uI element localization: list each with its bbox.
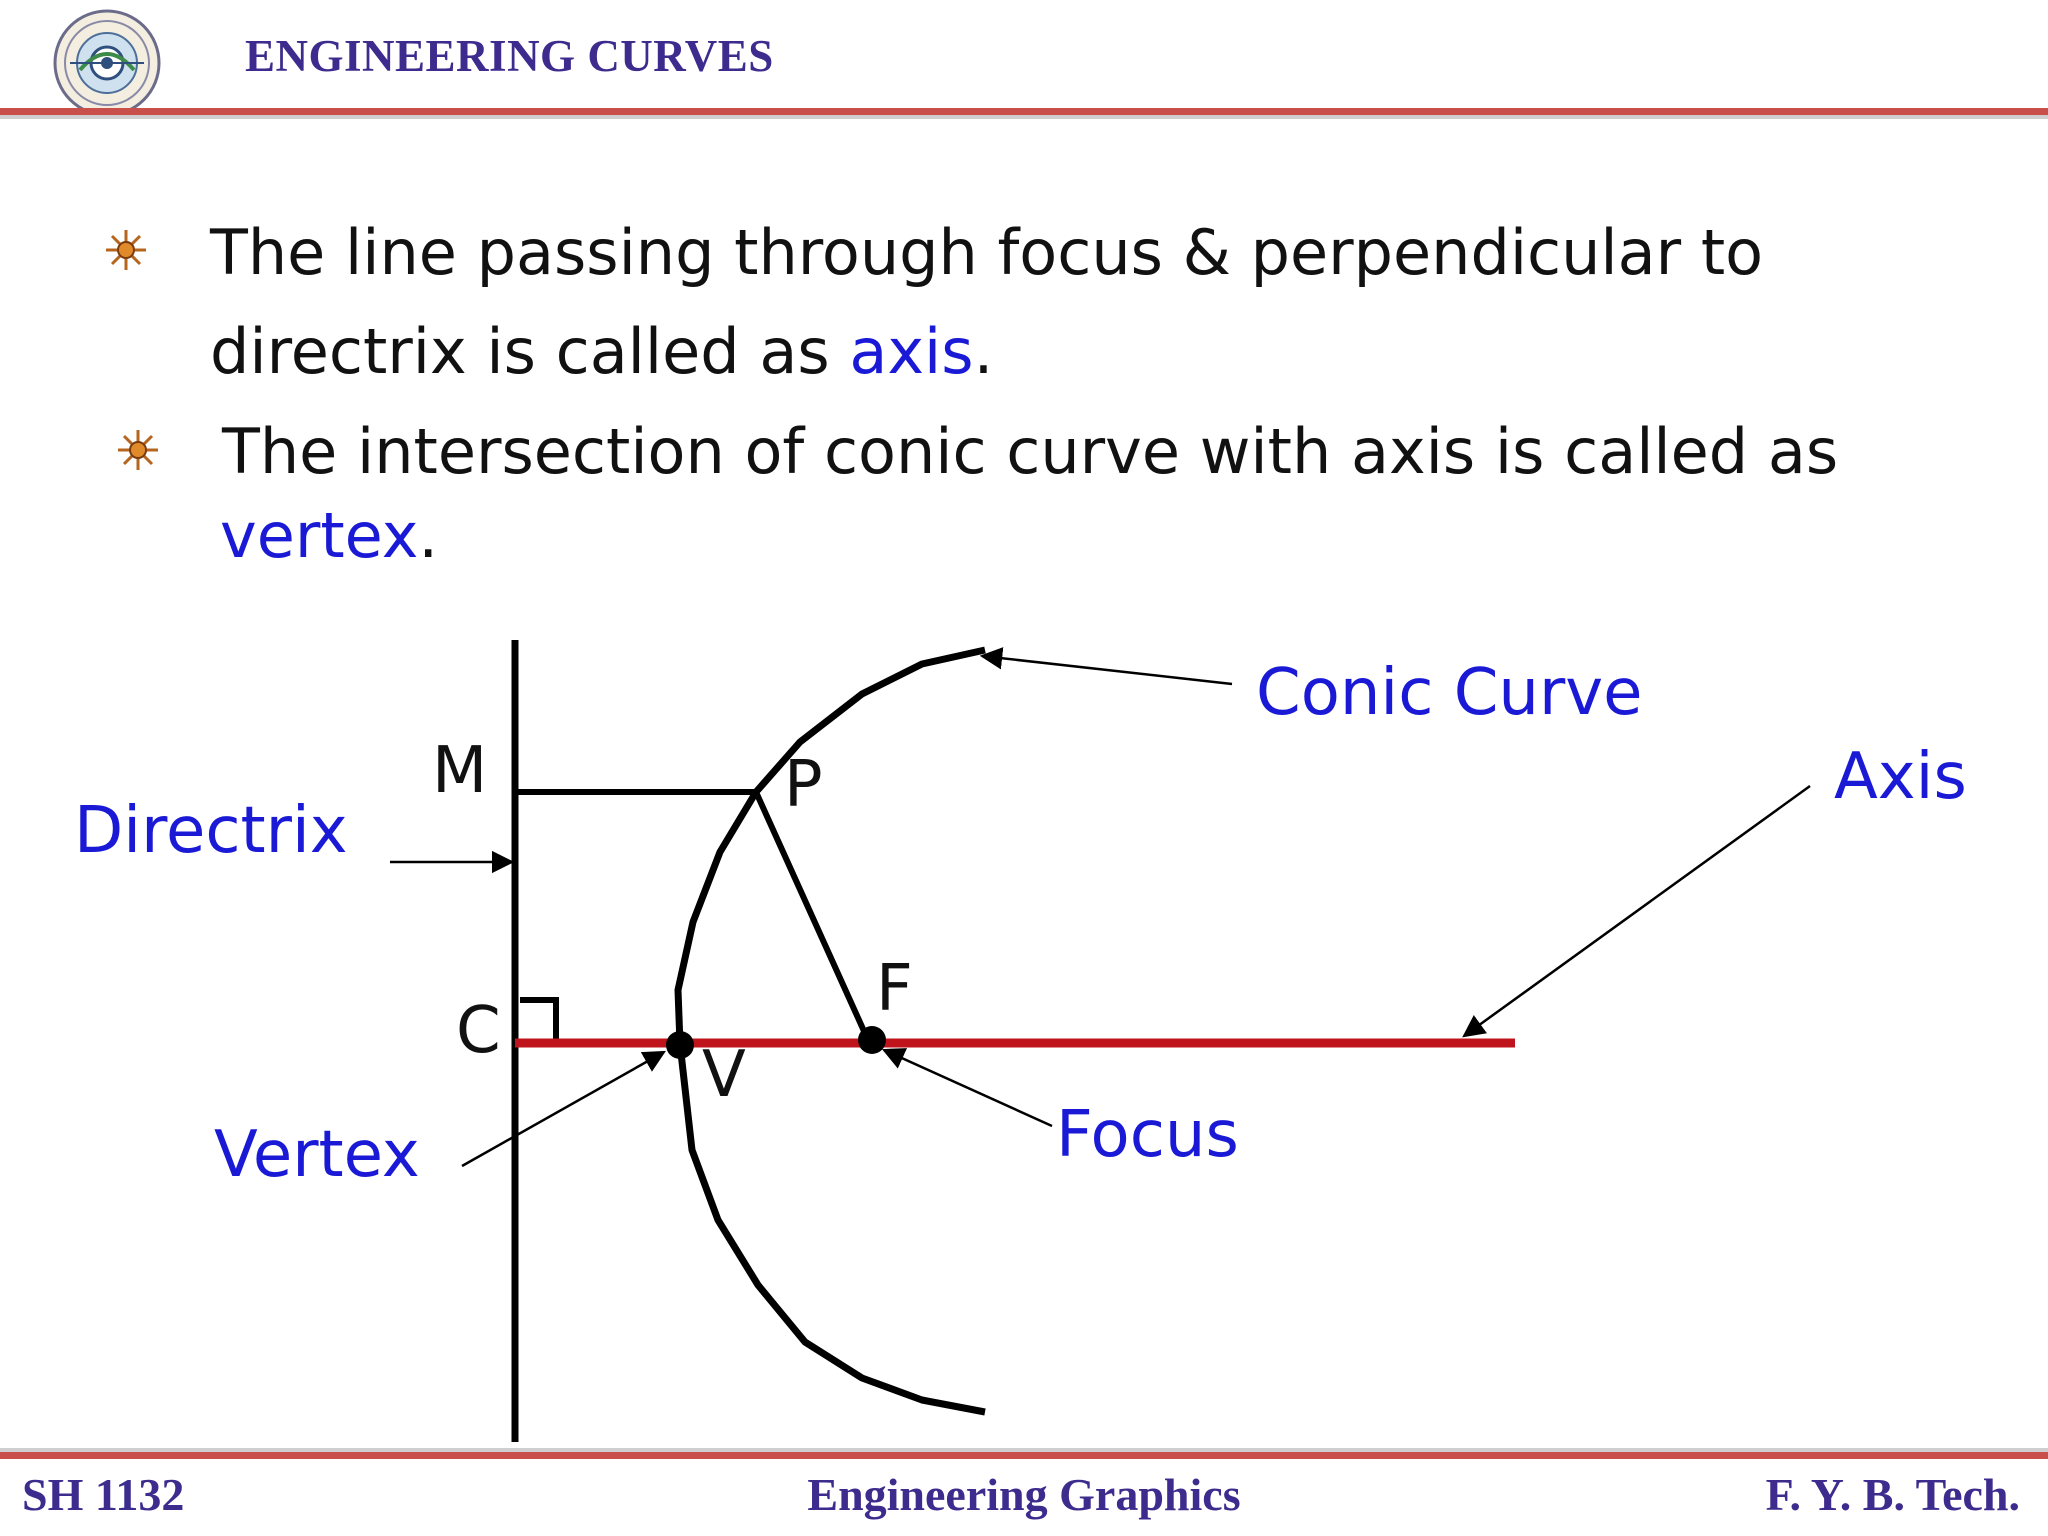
label-axis: Axis [1834, 740, 1967, 814]
label-vertex: Vertex [214, 1118, 420, 1192]
header-rule-shadow [0, 115, 2048, 119]
bullet-text-segment: The line passing through focus & perpend… [210, 216, 1764, 289]
label-c: C [456, 994, 501, 1068]
footer-course-name: Engineering Graphics [807, 1469, 1241, 1520]
label-directrix: Directrix [74, 794, 348, 868]
header-rule [0, 108, 2048, 115]
bullet-text-segment: directrix is called as [210, 315, 850, 388]
keyword-vertex: vertex [220, 499, 419, 572]
header-title: ENGINEERING CURVES [245, 31, 774, 81]
bullet-text-segment: . [418, 499, 439, 572]
arrow-axis [1462, 784, 1811, 1038]
label-focus: Focus [1056, 1098, 1239, 1172]
footer-course-code: SH 1132 [22, 1469, 185, 1520]
starburst-bullet-icon [106, 230, 146, 270]
pf-line [753, 790, 871, 1042]
bullet-2-line-1: The intersection of conic curve with axi… [222, 403, 1838, 501]
focus-point [858, 1026, 886, 1054]
bullet-text-segment: The intersection of conic curve with axi… [222, 415, 1839, 488]
footer-rule [0, 1452, 2048, 1459]
bullet-2-line-2: vertex. [220, 487, 438, 585]
bullet-1-line-1: The line passing through focus & perpend… [210, 204, 1763, 302]
arrow-vertex [461, 1050, 666, 1168]
starburst-bullet-icon [118, 430, 158, 470]
label-f: F [876, 952, 913, 1026]
arrow-focus [881, 1048, 1053, 1128]
label-conic-curve: Conic Curve [1256, 656, 1643, 730]
keyword-axis: axis [849, 315, 974, 388]
label-m: M [432, 734, 487, 808]
label-v: V [702, 1038, 746, 1112]
conic-curve [674, 646, 986, 1416]
right-angle-marker [520, 997, 559, 1040]
bullet-1-line-2: directrix is called as axis. [210, 303, 993, 401]
footer-program: F. Y. B. Tech. [1765, 1469, 2020, 1520]
vertex-point [666, 1031, 694, 1059]
institute-logo [53, 9, 161, 117]
arrow-conic-curve [979, 647, 1233, 686]
label-p: P [784, 748, 823, 822]
footer-rule-shadow [0, 1448, 2048, 1452]
bullet-text-segment: . [973, 315, 994, 388]
